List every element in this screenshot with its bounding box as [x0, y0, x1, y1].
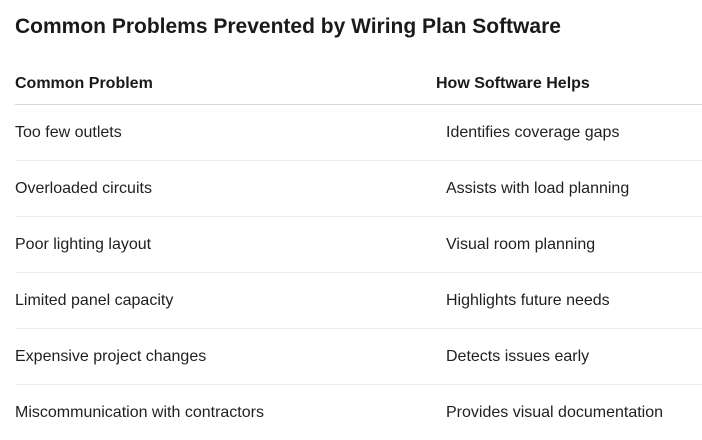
solution-cell: Visual room planning — [446, 236, 596, 253]
header-common-problem: Common Problem — [15, 75, 153, 92]
table-header-row: Common Problem How Software Helps — [15, 64, 702, 105]
header-how-software-helps: How Software Helps — [436, 75, 590, 92]
table-row: Limited panel capacity Highlights future… — [15, 273, 702, 329]
solution-cell: Highlights future needs — [446, 292, 610, 309]
table-row: Expensive project changes Detects issues… — [15, 329, 702, 385]
table-row: Too few outlets Identifies coverage gaps — [15, 105, 702, 161]
table-row: Overloaded circuits Assists with load pl… — [15, 161, 702, 217]
problem-cell: Expensive project changes — [15, 348, 207, 365]
table-row: Miscommunication with contractors Provid… — [15, 385, 702, 440]
problem-cell: Miscommunication with contractors — [15, 404, 264, 421]
problem-cell: Poor lighting layout — [15, 236, 152, 253]
solution-cell: Identifies coverage gaps — [446, 124, 620, 141]
solution-cell: Assists with load planning — [446, 180, 630, 197]
solution-cell: Provides visual documentation — [446, 404, 664, 421]
problem-cell: Overloaded circuits — [15, 180, 152, 197]
table-row: Poor lighting layout Visual room plannin… — [15, 217, 702, 273]
problem-cell: Too few outlets — [15, 124, 122, 141]
problems-table: Common Problem How Software Helps Too fe… — [15, 64, 702, 440]
page-title: Common Problems Prevented by Wiring Plan… — [15, 15, 561, 38]
solution-cell: Detects issues early — [446, 348, 590, 365]
problem-cell: Limited panel capacity — [15, 292, 174, 309]
